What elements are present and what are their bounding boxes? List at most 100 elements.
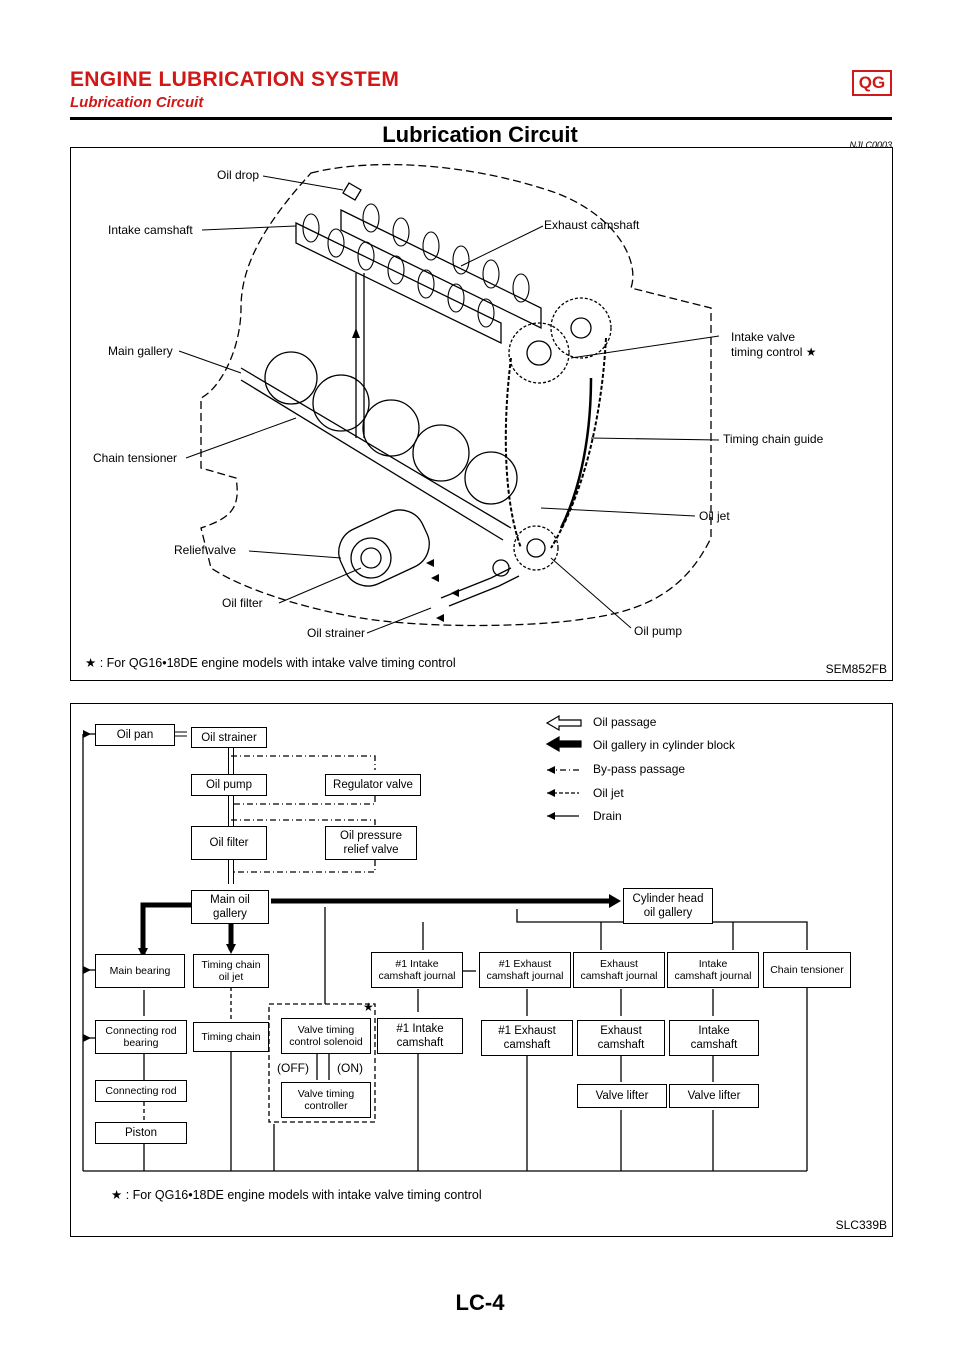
box-intake-journal: Intake camshaft journal	[667, 952, 759, 988]
box-intake1-journal: #1 Intake camshaft journal	[371, 952, 463, 988]
header-subtitle: Lubrication Circuit	[70, 94, 204, 111]
engine-lubrication-illustration: Oil drop Intake camshaft Main gallery Ch…	[70, 147, 893, 681]
figure1-code: SEM852FB	[825, 662, 887, 676]
label-oil-pump: Oil pump	[634, 624, 683, 638]
label-oil-strainer: Oil strainer	[307, 626, 366, 640]
box-exhaust1-camshaft: #1 Exhaust camshaft	[481, 1020, 573, 1056]
label-exhaust-camshaft: Exhaust camshaft	[544, 218, 640, 232]
figure1-footnote: ★ : For QG16•18DE engine models with int…	[85, 655, 456, 670]
box-intake1-camshaft: #1 Intake camshaft	[377, 1018, 463, 1054]
box-oil-strainer: Oil strainer	[191, 727, 267, 748]
box-ec-l2: camshaft	[597, 1039, 645, 1051]
box-tc-jet-l1: Timing chain	[201, 959, 261, 971]
flow-lines	[82, 714, 808, 1172]
label-intake-valve-line1: Intake valve	[731, 330, 796, 344]
box-i1j-l1: #1 Intake	[395, 958, 439, 970]
box-i1c-l1: #1 Intake	[396, 1023, 444, 1035]
box-oil-pressure-l1: Oil pressure	[340, 830, 402, 842]
box-vtcs-l2: control solenoid	[289, 1036, 363, 1048]
section-code: NJLC0003	[849, 140, 892, 150]
box-vtc-solenoid: Valve timing control solenoid	[281, 1018, 371, 1054]
label-main-gallery: Main gallery	[108, 344, 173, 358]
star-icon: ★	[805, 345, 817, 359]
engine-drawing	[178, 163, 720, 634]
box-timing-chain-oil-jet: Timing chain oil jet	[193, 954, 269, 988]
box-main-oil-gallery: Main oil gallery	[191, 890, 269, 924]
box-ej-l2: camshaft journal	[580, 970, 658, 982]
box-regulator-valve: Regulator valve	[325, 774, 421, 796]
box-intake-camshaft: Intake camshaft	[669, 1020, 759, 1056]
box-vtc-controller: Valve timing controller	[281, 1082, 371, 1118]
box-ic-l1: Intake	[698, 1025, 730, 1037]
box-crb-l2: bearing	[123, 1037, 159, 1049]
box-crb-l1: Connecting rod	[105, 1025, 177, 1037]
box-timing-chain: Timing chain	[193, 1022, 269, 1052]
box-ij-l1: Intake	[698, 958, 728, 970]
box-ic-l2: camshaft	[690, 1039, 738, 1051]
label-chain-tensioner: Chain tensioner	[93, 451, 178, 465]
figure2-code: SLC339B	[835, 1218, 887, 1232]
label-on: (ON)	[337, 1061, 363, 1075]
box-vtcs-l1: Valve timing	[297, 1024, 355, 1036]
box-e1j-l2: camshaft journal	[486, 970, 564, 982]
header-title: ENGINE LUBRICATION SYSTEM	[70, 68, 400, 91]
box-cyl-head-l2: oil gallery	[643, 907, 693, 919]
legend-oil-passage: Oil passage	[593, 715, 657, 729]
label-oil-filter: Oil filter	[222, 596, 263, 610]
label-timing-chain-guide: Timing chain guide	[723, 432, 824, 446]
box-tc-jet-l2: oil jet	[218, 971, 244, 983]
box-main-oil-gallery-l1: Main oil	[210, 894, 250, 906]
box-valve-lifter-2: Valve lifter	[669, 1084, 759, 1108]
engine-badge: QG	[852, 70, 892, 96]
figure1-footnote-text: : For QG16•18DE engine models with intak…	[99, 656, 456, 670]
box-exhaust1-journal: #1 Exhaust camshaft journal	[479, 952, 571, 988]
label-intake-valve-line2: timing control ★	[731, 345, 816, 360]
box-oil-pressure-l2: relief valve	[343, 844, 399, 856]
box-vtcc-l2: controller	[304, 1100, 348, 1112]
label-intake-camshaft: Intake camshaft	[108, 223, 193, 237]
box-exhaust-journal: Exhaust camshaft journal	[573, 952, 665, 988]
legend-oil-gallery: Oil gallery in cylinder block	[593, 738, 736, 752]
figure2-footnote-text: : For QG16•18DE engine models with intak…	[125, 1188, 482, 1202]
label-intake-valve-line2-text: timing control	[731, 345, 803, 359]
section-title: Lubrication Circuit	[382, 122, 578, 147]
box-cyl-head-l1: Cylinder head	[632, 893, 704, 905]
box-e1j-l1: #1 Exhaust	[498, 958, 552, 970]
label-off: (OFF)	[277, 1061, 309, 1075]
box-connecting-rod: Connecting rod	[95, 1080, 187, 1102]
box-main-bearing: Main bearing	[95, 954, 185, 988]
box-piston: Piston	[95, 1122, 187, 1144]
star-icon: ★	[85, 656, 97, 670]
label-relief-valve: Relief valve	[174, 543, 237, 557]
page-number: LC-4	[455, 1290, 505, 1315]
label-oil-jet: Oil jet	[699, 509, 730, 523]
box-e1c-l2: camshaft	[503, 1039, 551, 1051]
box-chain-tensioner: Chain tensioner	[763, 952, 851, 988]
label-oil-drop: Oil drop	[217, 168, 260, 182]
box-i1c-l2: camshaft	[396, 1037, 444, 1049]
box-oil-pan: Oil pan	[95, 724, 175, 746]
box-oil-pump: Oil pump	[191, 774, 267, 796]
box-e1c-l1: #1 Exhaust	[498, 1025, 556, 1037]
legend-drain: Drain	[593, 809, 622, 823]
figure2-footnote: ★ : For QG16•18DE engine models with int…	[111, 1187, 482, 1202]
box-oil-filter: Oil filter	[191, 826, 267, 860]
legend-oil-jet: Oil jet	[593, 786, 624, 800]
box-exhaust-camshaft: Exhaust camshaft	[577, 1020, 665, 1056]
label-intake-valve-timing: Intake valve timing control ★	[731, 330, 816, 360]
box-vtcc-l1: Valve timing	[297, 1088, 355, 1100]
box-ej-l1: Exhaust	[600, 958, 638, 970]
box-valve-lifter-1: Valve lifter	[577, 1084, 667, 1108]
header-divider	[70, 117, 892, 120]
box-ec-l1: Exhaust	[600, 1025, 642, 1037]
vtc-star-icon: ★	[363, 1000, 374, 1014]
box-oil-pressure-relief: Oil pressure relief valve	[325, 826, 417, 860]
box-cylinder-head-gallery: Cylinder head oil gallery	[623, 888, 713, 924]
legend-bypass: By-pass passage	[593, 762, 686, 776]
lubrication-flow-chart: Oil passage Oil gallery in cylinder bloc…	[70, 703, 893, 1237]
box-ij-l2: camshaft journal	[674, 970, 752, 982]
box-con-rod-bearing: Connecting rod bearing	[95, 1020, 187, 1054]
box-main-oil-gallery-l2: gallery	[213, 908, 247, 920]
box-i1j-l2: camshaft journal	[378, 970, 456, 982]
star-icon: ★	[111, 1188, 123, 1202]
